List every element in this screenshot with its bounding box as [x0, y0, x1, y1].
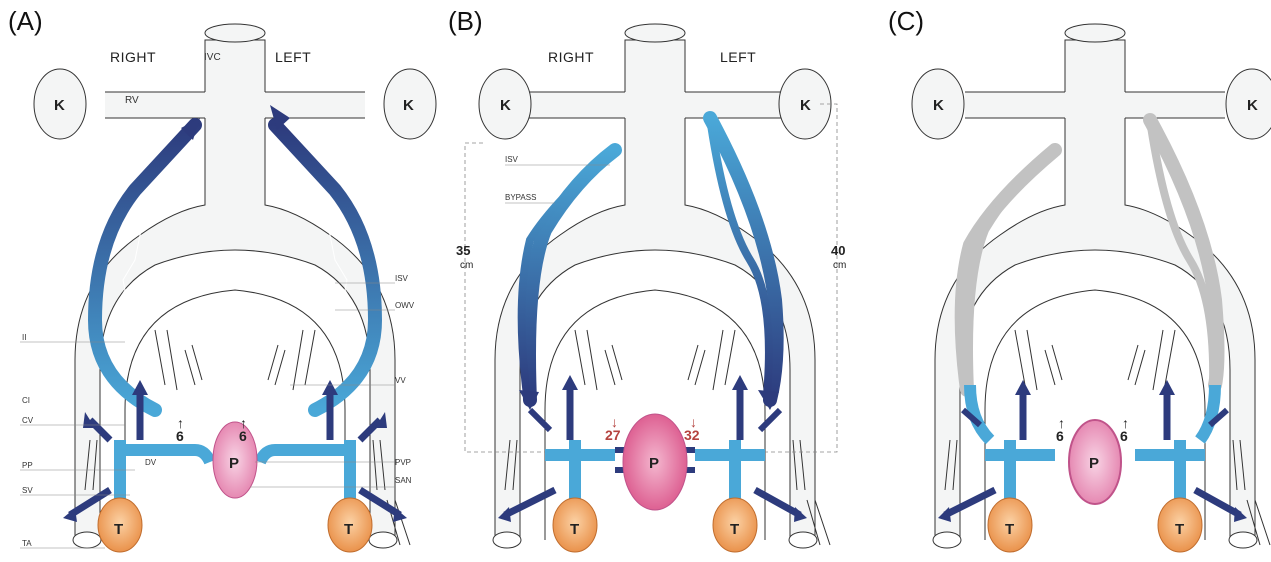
distance-left: 40: [831, 243, 845, 258]
panel-c-flow-left: 6: [1056, 428, 1064, 444]
rv-label: RV: [125, 95, 139, 106]
panel-c: [912, 24, 1271, 552]
panel-c-kidney-left: K: [1247, 97, 1258, 114]
panel-b-kidney-left: K: [800, 97, 811, 114]
panel-a-kidney-right: K: [54, 97, 65, 114]
dv-label: DV: [145, 458, 157, 467]
san-label: SAN: [395, 476, 412, 485]
panel-c-testis-right: T: [1005, 521, 1014, 538]
panel-b: [465, 24, 837, 552]
cv-label: CV: [22, 416, 34, 425]
bypass-label: BYPASS: [505, 193, 536, 202]
panel-c-kidney-right: K: [933, 97, 944, 114]
panel-a-left-label: LEFT: [275, 49, 311, 65]
panel-a-testis-left: T: [344, 521, 353, 538]
panel-b-right-label: RIGHT: [548, 49, 594, 65]
panel-b-isv-label: ISV: [505, 155, 519, 164]
panel-b-testis-right: T: [570, 521, 579, 538]
panel-b-left-label: LEFT: [720, 49, 756, 65]
panel-b-kidney-right: K: [500, 97, 511, 114]
ta-label: TA: [22, 539, 32, 548]
panel-a-flow-right: 6: [239, 428, 247, 444]
vv-label: VV: [395, 376, 406, 385]
pvp-label: PVP: [395, 458, 411, 467]
sv-label: SV: [22, 486, 33, 495]
panel-c-letter: (C): [888, 6, 924, 36]
panel-a-kidney-left: K: [403, 97, 414, 114]
ci-label: CI: [22, 396, 30, 405]
ii-label: II: [22, 333, 26, 342]
ivc-label: IVC: [204, 52, 221, 63]
distance-right: 35: [456, 243, 470, 258]
panel-b-prostate: P: [649, 455, 659, 472]
panel-a-letter: (A): [8, 6, 43, 36]
distance-left-unit: cm: [833, 260, 846, 271]
owv-label: OWV: [395, 301, 415, 310]
distance-right-unit: cm: [460, 260, 473, 271]
isv-label: ISV: [395, 274, 409, 283]
pp-label: PP: [22, 461, 33, 470]
panel-b-flow-left: 27: [605, 427, 621, 443]
panel-a-right-label: RIGHT: [110, 49, 156, 65]
panel-a-prostate: P: [229, 455, 239, 472]
panel-b-flow-right: 32: [684, 427, 700, 443]
panel-a-flow-left: 6: [176, 428, 184, 444]
panel-a: [20, 24, 436, 552]
panel-a-testis-right: T: [114, 521, 123, 538]
panel-c-flow-right: 6: [1120, 428, 1128, 444]
panel-c-prostate: P: [1089, 455, 1099, 472]
panel-b-letter: (B): [448, 6, 483, 36]
panel-b-testis-left: T: [730, 521, 739, 538]
panel-c-testis-left: T: [1175, 521, 1184, 538]
